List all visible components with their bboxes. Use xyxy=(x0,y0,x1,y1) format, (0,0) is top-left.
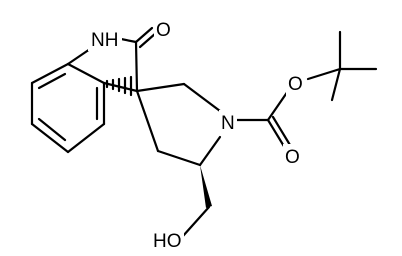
benzene-ring xyxy=(30,62,106,154)
pyrrolidine-ring xyxy=(135,82,222,167)
label-n: N xyxy=(221,113,235,134)
boc-group xyxy=(235,30,378,150)
label-ester-o: O xyxy=(288,74,303,95)
label-nh: NH xyxy=(91,30,118,51)
label-carbonyl-o: O xyxy=(156,20,171,41)
atom-labels: NH O N O O HO xyxy=(88,18,306,252)
spiro-stereo-hash xyxy=(105,75,133,97)
label-hydroxyl: HO xyxy=(153,231,182,252)
label-carbamate-o: O xyxy=(285,147,300,168)
stereo-wedge xyxy=(200,165,212,208)
